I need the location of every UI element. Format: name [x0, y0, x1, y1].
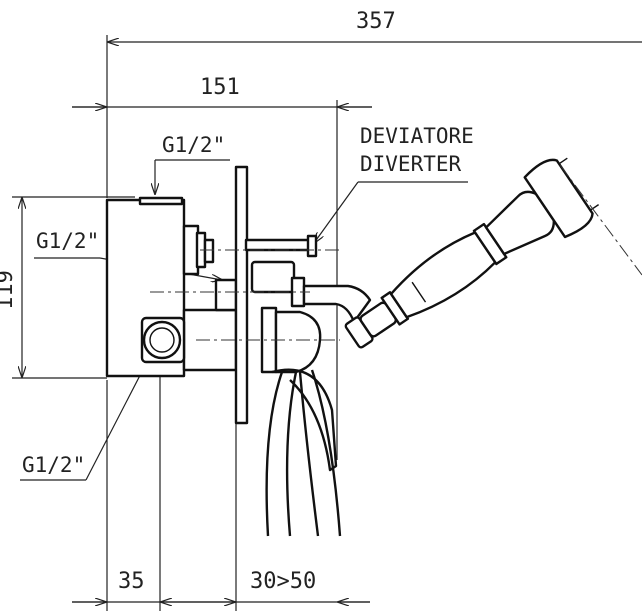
dim-label-151: 151: [200, 75, 240, 100]
dim-label-30-50: 30>50: [250, 569, 316, 594]
label-diverter: DEVIATORE DIVERTER: [314, 124, 474, 243]
svg-text:DEVIATORE: DEVIATORE: [360, 124, 474, 148]
svg-text:DIVERTER: DIVERTER: [360, 152, 462, 176]
dim-label-35: 35: [118, 569, 145, 594]
hand-shower: [344, 157, 600, 349]
hose-connector: [260, 284, 372, 374]
label-top-connection: G1/2": [155, 133, 230, 194]
svg-text:G1/2": G1/2": [36, 229, 99, 253]
dimension-lines: [22, 42, 642, 602]
hoses: [265, 368, 342, 537]
inlet-fitting: [140, 316, 186, 364]
svg-text:G1/2": G1/2": [22, 453, 85, 477]
wall-plate: [234, 165, 249, 425]
dim-label-119: 119: [0, 270, 18, 310]
center-lines: [150, 164, 642, 341]
extension-lines: [12, 35, 338, 611]
dim-label-357: 357: [356, 9, 396, 34]
svg-text:G1/2": G1/2": [162, 133, 225, 157]
label-bottom-connection: G1/2": [20, 356, 150, 481]
